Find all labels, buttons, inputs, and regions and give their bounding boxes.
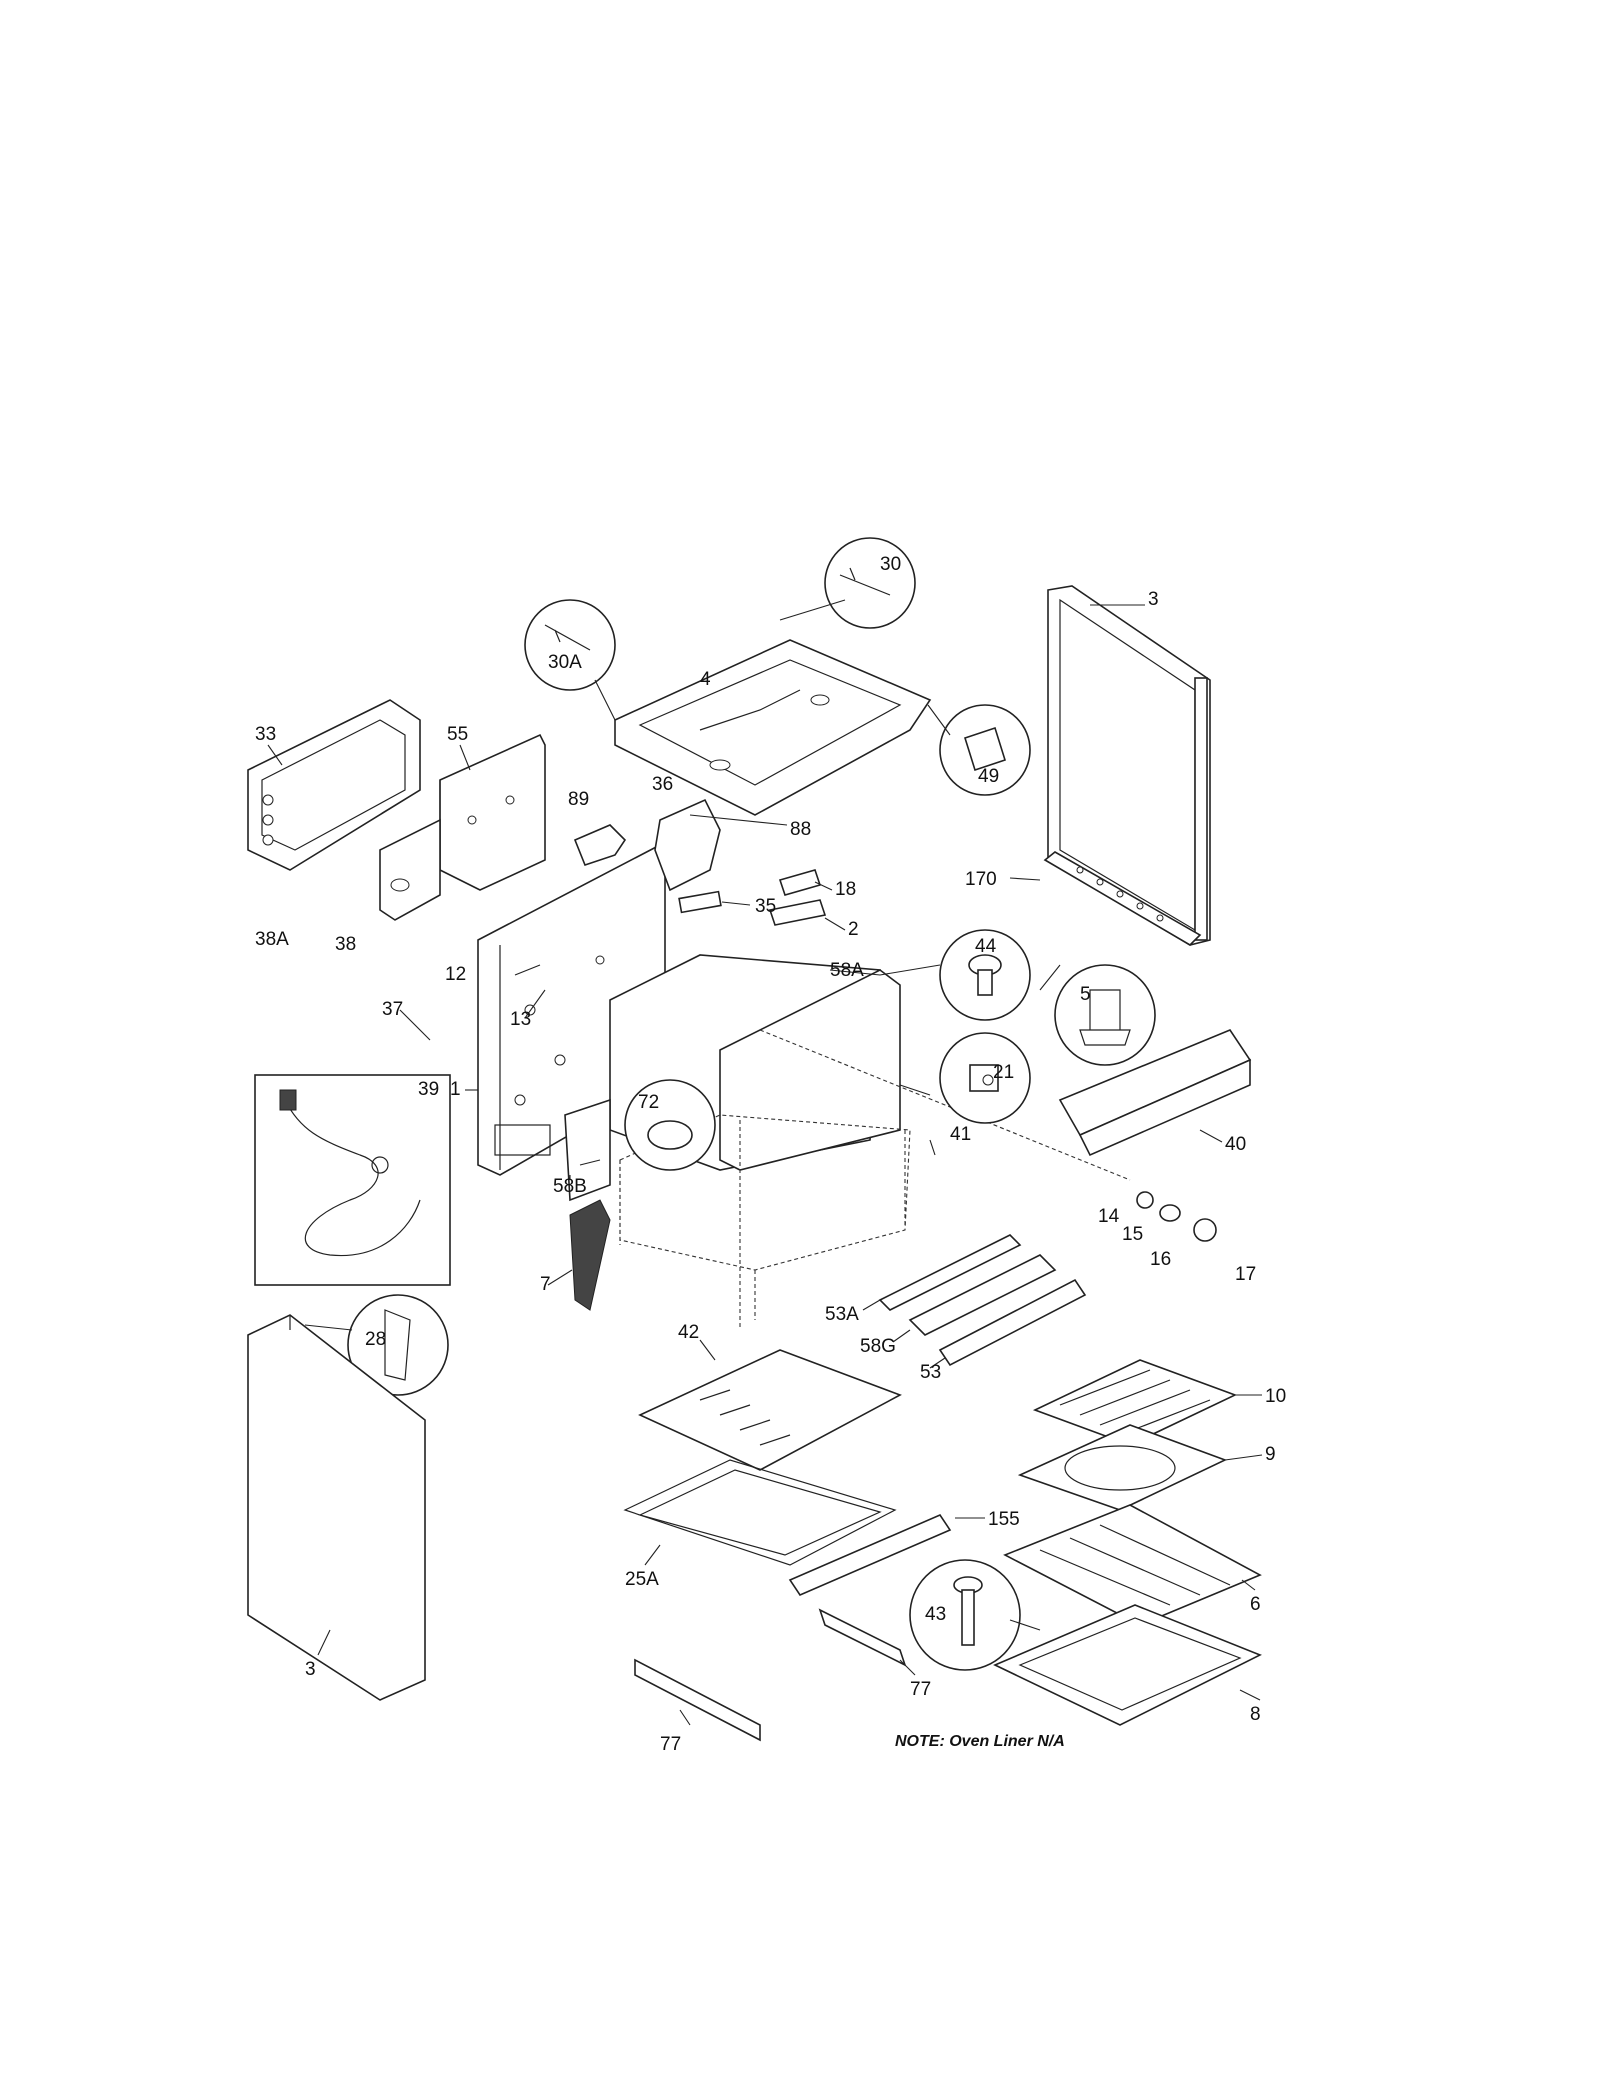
label-8: 8 bbox=[1250, 1704, 1261, 1725]
rail-parts bbox=[878, 1234, 1087, 1367]
label-58g: 58G bbox=[860, 1336, 896, 1357]
top-panel-part bbox=[614, 639, 932, 816]
label-43: 43 bbox=[925, 1604, 946, 1625]
lamp-socket-part bbox=[1136, 1191, 1154, 1209]
heat-shield-part bbox=[439, 733, 546, 891]
callout-28 bbox=[347, 1294, 449, 1396]
label-16: 16 bbox=[1150, 1249, 1171, 1270]
rear-bracket-part bbox=[247, 699, 421, 871]
label-170: 170 bbox=[965, 869, 997, 890]
leader-lines bbox=[267, 599, 1263, 1726]
label-42: 42 bbox=[678, 1322, 699, 1343]
label-88: 88 bbox=[790, 819, 811, 840]
callout-21 bbox=[939, 1032, 1031, 1124]
label-2: 2 bbox=[848, 919, 859, 940]
clip-part bbox=[778, 869, 822, 896]
broiler-pan-part bbox=[1017, 1424, 1228, 1511]
label-12: 12 bbox=[445, 964, 466, 985]
label-49: 49 bbox=[978, 766, 999, 787]
label-41: 41 bbox=[950, 1124, 971, 1145]
oven-rack-part bbox=[1003, 1504, 1262, 1626]
label-5: 5 bbox=[1080, 984, 1091, 1005]
label-7: 7 bbox=[540, 1274, 551, 1295]
label-30a: 30A bbox=[548, 652, 582, 673]
label-39: 39 bbox=[418, 1079, 439, 1100]
lamp-bulb-part bbox=[1159, 1204, 1181, 1222]
drawer-bracket-part bbox=[1058, 1029, 1252, 1157]
right-side-panel-part bbox=[1043, 585, 1211, 947]
label-18: 18 bbox=[835, 879, 856, 900]
power-cord-inset bbox=[254, 1074, 451, 1286]
label-35: 35 bbox=[755, 896, 776, 917]
callout-30a bbox=[524, 599, 616, 691]
label-89: 89 bbox=[568, 789, 589, 810]
oven-bottom-part bbox=[638, 1349, 902, 1471]
label-10: 10 bbox=[1265, 1386, 1286, 1407]
label-58a: 58A bbox=[830, 960, 864, 981]
hinge-part bbox=[569, 1199, 611, 1311]
callout-49 bbox=[939, 704, 1031, 796]
vent-duct-part bbox=[654, 798, 721, 892]
kick-panel-a-part bbox=[818, 1608, 907, 1667]
frame-outline bbox=[619, 1029, 1131, 1330]
label-3-top: 3 bbox=[1148, 589, 1159, 610]
label-72: 72 bbox=[638, 1092, 659, 1113]
label-77-a: 77 bbox=[910, 1679, 931, 1700]
oven-liner-note: NOTE: Oven Liner N/A bbox=[895, 1733, 1065, 1750]
lower-shield-part bbox=[379, 818, 441, 921]
label-58b: 58B bbox=[553, 1176, 587, 1197]
label-55: 55 bbox=[447, 724, 468, 745]
label-33: 33 bbox=[255, 724, 276, 745]
callout-44 bbox=[939, 929, 1031, 1021]
label-17: 17 bbox=[1235, 1264, 1256, 1285]
callout-72 bbox=[624, 1079, 716, 1171]
label-3-bottom: 3 bbox=[305, 1659, 316, 1680]
bottom-frame-part bbox=[623, 1459, 897, 1566]
callout-30 bbox=[824, 537, 916, 629]
label-53: 53 bbox=[920, 1362, 941, 1383]
label-9: 9 bbox=[1265, 1444, 1276, 1465]
gasket-part bbox=[678, 890, 722, 914]
lamp-cover-part bbox=[1193, 1218, 1217, 1242]
label-44: 44 bbox=[975, 936, 997, 957]
label-1: 1 bbox=[450, 1079, 461, 1100]
label-15: 15 bbox=[1122, 1224, 1143, 1245]
callout-43 bbox=[909, 1559, 1021, 1671]
label-40: 40 bbox=[1225, 1134, 1246, 1155]
drawer-panel-part bbox=[993, 1604, 1262, 1726]
vent-trim-part bbox=[788, 1514, 952, 1596]
label-53a: 53A bbox=[825, 1304, 859, 1325]
label-13: 13 bbox=[510, 1009, 531, 1030]
label-14: 14 bbox=[1098, 1206, 1120, 1227]
label-77-b: 77 bbox=[660, 1734, 681, 1755]
label-36: 36 bbox=[652, 774, 673, 795]
label-4: 4 bbox=[700, 669, 711, 690]
label-30: 30 bbox=[880, 554, 901, 575]
label-37: 37 bbox=[382, 999, 403, 1020]
callout-5 bbox=[1054, 964, 1156, 1066]
label-28: 28 bbox=[365, 1329, 386, 1350]
label-6: 6 bbox=[1250, 1594, 1261, 1615]
label-38a: 38A bbox=[255, 929, 289, 950]
label-21: 21 bbox=[993, 1062, 1014, 1083]
part-labels: 30 30A 4 49 3 33 55 89 36 88 35 18 2 38A… bbox=[255, 554, 1286, 1755]
switch-bracket-part bbox=[573, 824, 627, 866]
label-155: 155 bbox=[988, 1509, 1020, 1530]
bracket-2-part bbox=[768, 899, 827, 926]
kick-panel-b-part bbox=[634, 1658, 761, 1742]
label-38: 38 bbox=[335, 934, 356, 955]
label-25a: 25A bbox=[625, 1569, 659, 1590]
left-side-panel-part bbox=[247, 1314, 426, 1701]
